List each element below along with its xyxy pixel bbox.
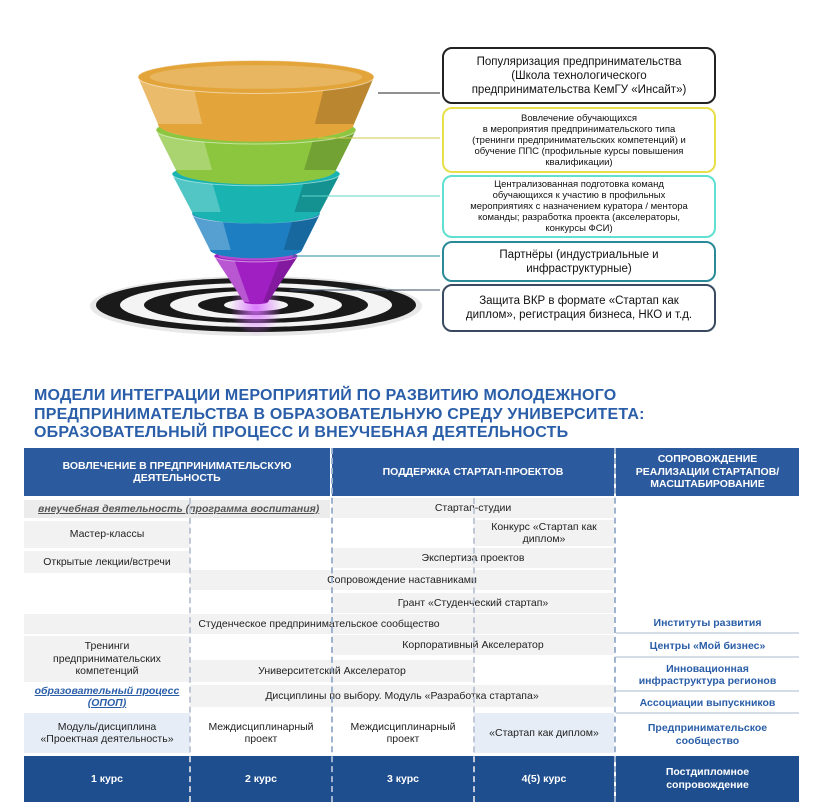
cell-trainings: Тренинги предпринимательских компетенций [24, 636, 190, 682]
footer-course-3: 3 курс [332, 756, 474, 802]
funnel-layer-1 [137, 59, 375, 142]
label-extracurricular: внеучебная деятельность (программа воспи… [24, 500, 330, 518]
page-title: МОДЕЛИ ИНТЕГРАЦИИ МЕРОПРИЯТИЙ ПО РАЗВИТИ… [34, 387, 645, 441]
right-my-business: Центры «Мой бизнес» [616, 636, 799, 658]
cell-electives: Дисциплины по выбору. Модуль «Разработка… [190, 685, 614, 707]
label-extracurricular-text: внеучебная деятельность (программа воспи… [38, 502, 320, 515]
funnel-box-defense: Защита ВКР в формате «Стартап как диплом… [442, 284, 716, 332]
footer-postgraduate: Постдипломное сопровождение [616, 756, 799, 802]
footer-course-4: 4(5) курс [474, 756, 614, 802]
header-involvement: ВОВЛЕЧЕНИЕ В ПРЕДПРИНИМАТЕЛЬСКУЮ ДЕЯТЕЛЬ… [24, 448, 330, 496]
label-educational-text: образовательный процесс (ОПОП) [34, 684, 180, 710]
cell-module-project: Модуль/дисциплина «Проектная деятельност… [24, 713, 190, 753]
column-divider [331, 448, 333, 802]
cell-master-classes: Мастер-классы [24, 521, 190, 548]
footer-course-2: 2 курс [190, 756, 332, 802]
cell-open-lectures: Открытые лекции/встречи [24, 551, 190, 573]
right-alumni: Ассоциации выпускников [616, 694, 799, 714]
right-innovation-infra: Инновационная инфраструктура регионов [616, 660, 799, 692]
label-educational: образовательный процесс (ОПОП) [24, 684, 190, 710]
right-entrepreneur-community: Предпринимательское сообщество [616, 716, 799, 753]
header-support: ПОДДЕРЖКА СТАРТАП-ПРОЕКТОВ [332, 448, 614, 496]
cell-mentoring: Сопровождение наставниками [190, 570, 614, 590]
footer-course-1: 1 курс [24, 756, 190, 802]
funnel-box-partners: Партнёры (индустриальные и инфраструктур… [442, 241, 716, 282]
cell-interdisc-2: Междисциплинарный проект [332, 713, 474, 753]
right-dev-institutes: Институты развития [616, 614, 799, 634]
header-scaling: СОПРОВОЖДЕНИЕ РЕАЛИЗАЦИИ СТАРТАПОВ/ МАСШ… [616, 448, 799, 496]
column-divider [473, 498, 475, 802]
cell-contest: Конкурс «Стартап как диплом» [474, 520, 614, 546]
funnel-box-involvement: Вовлечение обучающихся в мероприятия пре… [442, 107, 716, 173]
funnel-diagram [90, 59, 440, 336]
funnel-box-popularization: Популяризация предпринимательства (Школа… [442, 47, 716, 104]
funnel-box-team-preparation: Централизованная подготовка команд обуча… [442, 175, 716, 238]
column-divider [614, 448, 616, 802]
cell-community: Студенческое предпринимательское сообщес… [24, 614, 614, 634]
cell-interdisc-1: Междисциплинарный проект [190, 713, 332, 753]
cell-startup-diploma: «Стартап как диплом» [474, 713, 614, 753]
column-divider [189, 498, 191, 802]
